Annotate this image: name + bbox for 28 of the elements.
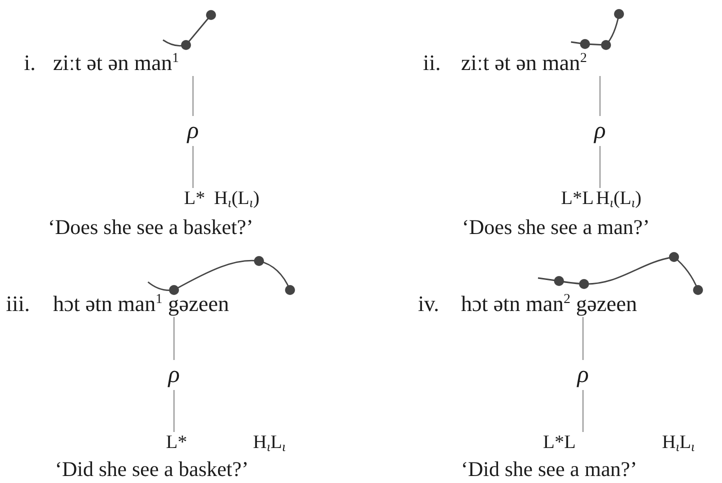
gloss-text: ‘Does she see a man?’ bbox=[462, 215, 650, 239]
tone-label: H$_{ι}$(L$_{ι}$) bbox=[596, 188, 642, 210]
transcription-text: hɔt ətn man$^{1}$ gəzeen bbox=[53, 291, 230, 317]
rho-symbol: ρ bbox=[594, 116, 606, 146]
example-number: iii. bbox=[6, 291, 30, 317]
association-line bbox=[582, 390, 584, 432]
tone-label: L*L bbox=[543, 432, 576, 454]
gloss-text: ‘Does she see a basket?’ bbox=[48, 215, 254, 239]
gloss-text: ‘Did she see a basket?’ bbox=[55, 457, 249, 481]
tone-label: L* bbox=[184, 188, 206, 210]
association-line bbox=[192, 76, 194, 116]
rho-symbol: ρ bbox=[168, 360, 180, 390]
transcription-text: ziːt ət ən man$^{2}$ bbox=[461, 50, 587, 76]
example-number: ii. bbox=[423, 50, 441, 76]
example-number: i. bbox=[24, 50, 36, 76]
gloss-text: ‘Did she see a man?’ bbox=[461, 457, 638, 481]
association-line bbox=[582, 316, 584, 360]
rho-symbol: ρ bbox=[187, 116, 199, 146]
tone-label: L* bbox=[166, 432, 188, 454]
association-line bbox=[192, 146, 194, 188]
transcription-text: ziːt ət ən man$^{1}$ bbox=[53, 50, 179, 76]
transcription-text: hɔt ətn man$^{2}$ gəzeen bbox=[461, 291, 638, 317]
rho-symbol: ρ bbox=[577, 360, 589, 390]
example-number: iv. bbox=[418, 291, 440, 317]
tone-label: H$_{ι}$(L$_{ι}$) bbox=[214, 188, 260, 210]
tone-label: H$_{ι}$L$_{ι}$ bbox=[662, 432, 695, 454]
tone-label: H$_{ι}$L$_{ι}$ bbox=[253, 432, 286, 454]
tone-label: L*L bbox=[561, 188, 594, 210]
